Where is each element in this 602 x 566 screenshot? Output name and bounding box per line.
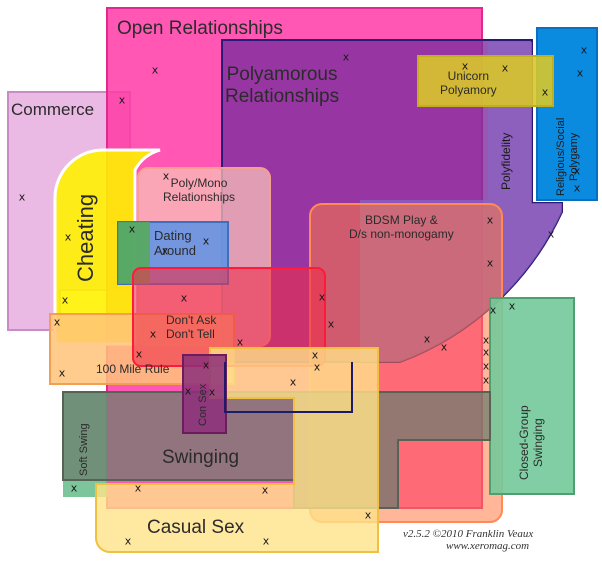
x-marker: x bbox=[489, 303, 497, 317]
region-con-sex bbox=[182, 354, 227, 434]
polyamory-boundary-line bbox=[224, 362, 353, 413]
label-bdsm: BDSM Play & D/s non-monogamy bbox=[349, 213, 454, 241]
x-marker: x bbox=[151, 63, 159, 77]
x-marker: x bbox=[134, 481, 142, 495]
x-marker: x bbox=[162, 169, 170, 183]
x-marker: x bbox=[327, 317, 335, 331]
x-marker: x bbox=[482, 359, 490, 373]
x-marker: x bbox=[541, 85, 549, 99]
x-marker: x bbox=[53, 315, 61, 329]
x-marker: x bbox=[508, 299, 516, 313]
x-marker: x bbox=[486, 213, 494, 227]
region-swinging bbox=[62, 391, 491, 509]
x-marker: x bbox=[573, 181, 581, 195]
x-marker: x bbox=[461, 59, 469, 73]
x-marker: x bbox=[202, 234, 210, 248]
x-marker: x bbox=[501, 61, 509, 75]
x-marker: x bbox=[161, 244, 169, 258]
x-marker: x bbox=[318, 290, 326, 304]
credit-line-2: www.xeromag.com bbox=[446, 540, 530, 552]
region-casual-sex bbox=[95, 347, 379, 553]
label-con-sex: Con Sex bbox=[197, 383, 209, 426]
x-marker: x bbox=[262, 534, 270, 548]
x-marker: x bbox=[202, 358, 210, 372]
x-marker: x bbox=[342, 50, 350, 64]
label-open-relationships: Open Relationships bbox=[117, 18, 283, 39]
label-soft-swing: Soft Swing bbox=[78, 423, 90, 476]
x-marker: x bbox=[149, 327, 157, 341]
label-poly-mono: Poly/Mono Relationships bbox=[163, 176, 236, 204]
x-marker: x bbox=[70, 481, 78, 495]
x-marker: x bbox=[311, 348, 319, 362]
label-100-mile-rule: 100 Mile Rule bbox=[96, 362, 170, 376]
x-marker: x bbox=[58, 366, 66, 380]
label-swinging: Swinging bbox=[162, 447, 240, 468]
x-marker: x bbox=[124, 534, 132, 548]
label-cheating: Cheating bbox=[73, 193, 98, 282]
label-polyamorous-relationships: Polyamorous Relationships bbox=[225, 64, 340, 107]
label-dating-around: Dating Around bbox=[154, 228, 196, 258]
x-marker: x bbox=[18, 190, 26, 204]
label-polyfidelity: Polyfidelity bbox=[499, 132, 513, 190]
x-marker: x bbox=[64, 230, 72, 244]
x-marker: x bbox=[364, 508, 372, 522]
x-marker: x bbox=[118, 93, 126, 107]
x-marker: x bbox=[576, 66, 584, 80]
credit-line-1: v2.5.2 ©2010 Franklin Veaux bbox=[403, 528, 534, 540]
x-marker: x bbox=[289, 375, 297, 389]
x-marker: x bbox=[135, 347, 143, 361]
label-casual-sex: Casual Sex bbox=[147, 517, 245, 538]
x-marker: x bbox=[440, 340, 448, 354]
region-unicorn-polyamory bbox=[417, 55, 554, 107]
x-marker: x bbox=[261, 483, 269, 497]
x-marker: x bbox=[184, 384, 192, 398]
x-marker: x bbox=[547, 227, 555, 241]
x-marker: x bbox=[482, 333, 490, 347]
label-commerce: Commerce bbox=[11, 100, 95, 119]
x-marker: x bbox=[580, 43, 588, 57]
label-dont-ask-dont-tell: Don't Ask Don't Tell bbox=[166, 313, 217, 341]
x-marker: x bbox=[313, 360, 321, 374]
x-marker: x bbox=[486, 256, 494, 270]
label-unicorn-polyamory: Unicorn Polyamory bbox=[440, 69, 497, 97]
x-marker: x bbox=[236, 335, 244, 349]
x-marker: x bbox=[128, 222, 136, 236]
x-marker: x bbox=[423, 332, 431, 346]
x-marker: x bbox=[61, 293, 69, 307]
x-marker: x bbox=[208, 385, 216, 399]
x-marker: x bbox=[482, 345, 490, 359]
x-marker: x bbox=[180, 291, 188, 305]
x-marker: x bbox=[482, 373, 490, 387]
label-closed-group-swinging: Closed-Group Swinging bbox=[517, 405, 545, 480]
x-marker: x bbox=[573, 164, 581, 178]
